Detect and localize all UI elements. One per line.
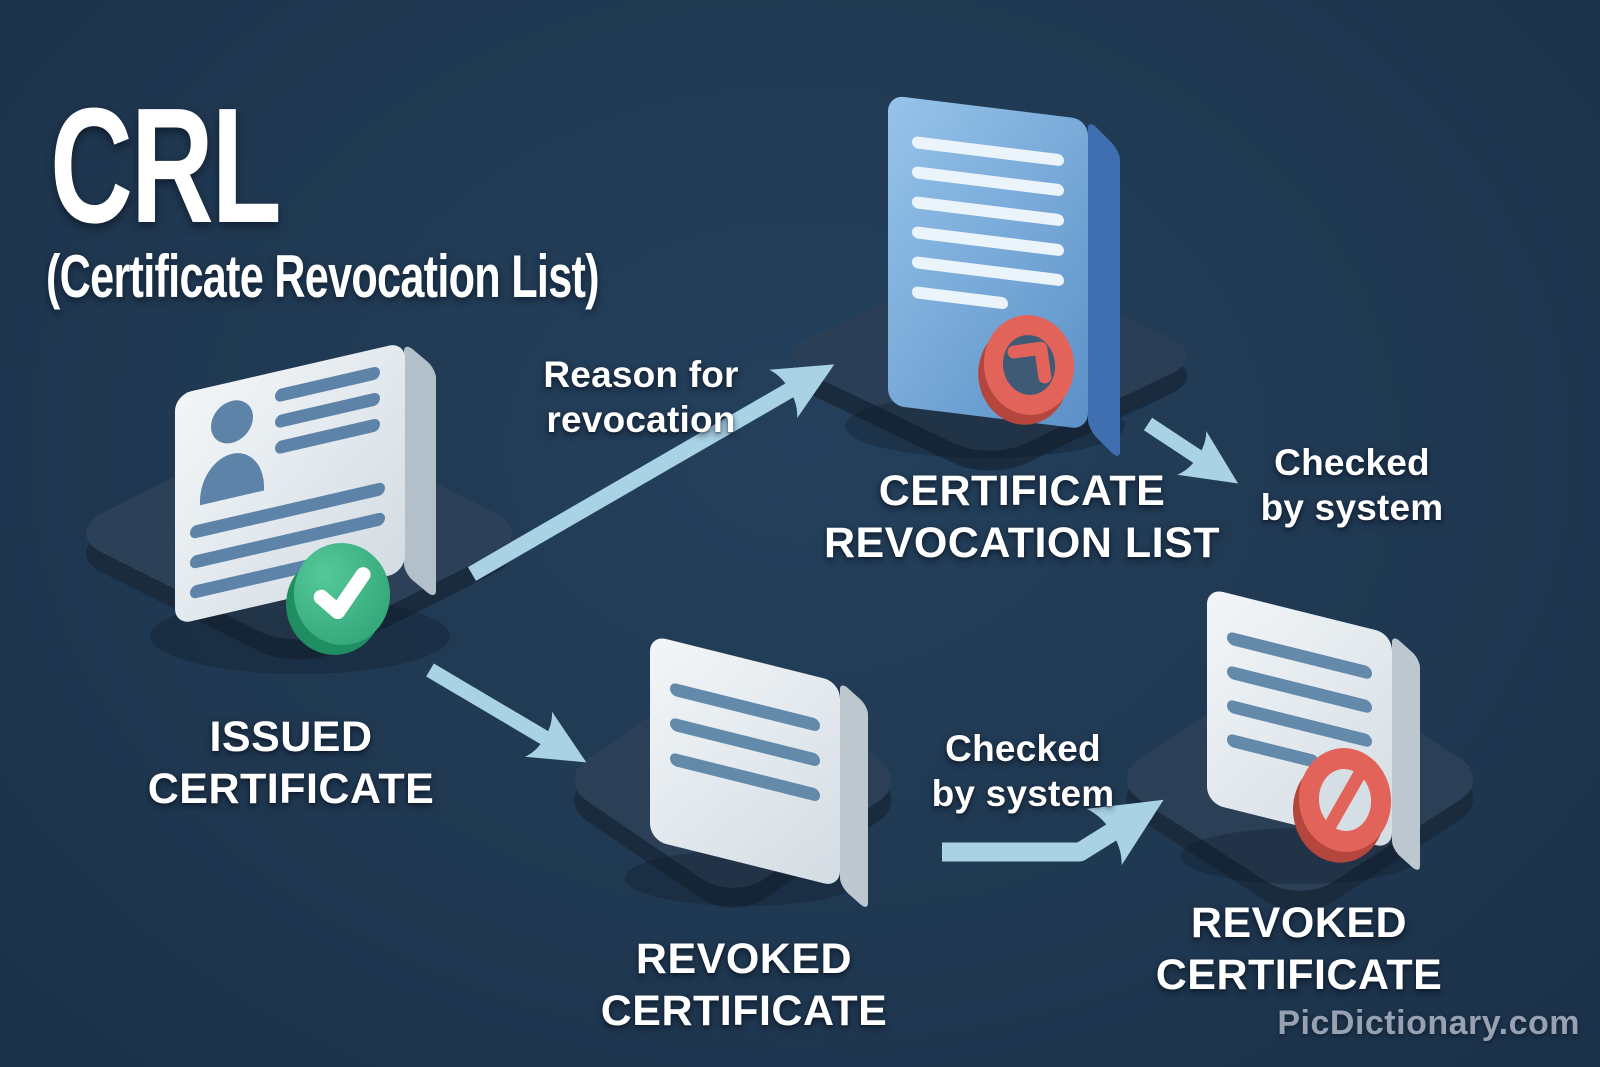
prohibition-seal-icon xyxy=(1293,748,1392,863)
text-line xyxy=(912,196,1064,226)
revoked-mid-line1: REVOKED xyxy=(635,935,853,983)
revoked-right-node-label: REVOKED CERTIFICATE xyxy=(1156,898,1443,1001)
revoked-document-mid-icon xyxy=(650,638,868,907)
text-line xyxy=(670,683,820,731)
crl-document-icon xyxy=(888,96,1120,456)
revoked-mid-node-label: REVOKED CERTIFICATE xyxy=(601,934,888,1037)
watermark: PicDictionary.com xyxy=(1277,1004,1580,1042)
text-line xyxy=(275,419,380,454)
text-line xyxy=(670,753,820,801)
reason-for-revocation-label: Reason for revocation xyxy=(543,352,738,442)
check-badge-icon xyxy=(286,543,391,655)
avatar-shoulders xyxy=(200,453,264,506)
checked-top-line1: Checked xyxy=(1274,442,1430,483)
text-line xyxy=(912,136,1064,166)
seal-glyph xyxy=(1007,341,1052,384)
arrow-issued-to-crl xyxy=(467,364,835,581)
text-line xyxy=(912,286,1008,310)
document-spine xyxy=(1088,124,1120,456)
arrow-crl-to-checked xyxy=(1143,417,1239,484)
revoked-mid-line2: CERTIFICATE xyxy=(600,986,888,1035)
text-line xyxy=(190,482,385,539)
text-line xyxy=(1227,700,1372,747)
document-spine xyxy=(404,346,436,596)
issued-certificate-icon xyxy=(175,345,436,655)
reason-label-line1: Reason for xyxy=(543,354,739,395)
issued-label-line2: CERTIFICATE xyxy=(147,764,435,813)
revoked-document-right-icon xyxy=(1207,591,1420,870)
text-line xyxy=(912,226,1064,256)
revoked-right-line2: CERTIFICATE xyxy=(1155,950,1443,999)
issued-node-label: ISSUED CERTIFICATE xyxy=(148,712,435,815)
avatar-head xyxy=(211,400,253,444)
checked-bottom-line1: Checked xyxy=(945,728,1101,769)
text-line xyxy=(670,718,820,766)
text-line xyxy=(1227,666,1372,713)
revoked-right-line1: REVOKED xyxy=(1190,899,1408,947)
text-line xyxy=(912,256,1064,286)
crl-label-line2: REVOCATION LIST xyxy=(823,518,1221,567)
document-spine xyxy=(840,685,868,907)
arrow-issued-to-revoked xyxy=(426,663,587,763)
document-spine xyxy=(1392,638,1420,870)
title-full-name: (Certificate Revocation List) xyxy=(46,243,600,310)
title-acronym: CRL xyxy=(50,74,282,257)
text-line xyxy=(1227,632,1372,679)
text-line xyxy=(275,367,380,402)
text-line xyxy=(1227,734,1319,768)
text-line xyxy=(190,512,385,569)
checked-top-line2: by system xyxy=(1260,487,1444,529)
crl-label-line1: CERTIFICATE xyxy=(878,467,1166,515)
crl-node-label: CERTIFICATE REVOCATION LIST xyxy=(824,466,1220,569)
issued-label-line1: ISSUED xyxy=(209,713,373,761)
text-line xyxy=(275,393,380,428)
red-seal-icon xyxy=(978,315,1075,425)
checked-by-system-top-label: Checked by system xyxy=(1261,440,1444,530)
checked-bottom-line2: by system xyxy=(931,773,1115,815)
check-mark xyxy=(313,567,371,620)
reason-label-line2: revocation xyxy=(546,399,736,441)
arrow-revoked-to-revoked xyxy=(942,799,1164,866)
text-line xyxy=(190,555,330,599)
seal-slash xyxy=(1324,767,1366,831)
text-line xyxy=(912,166,1064,196)
checked-by-system-bottom-label: Checked by system xyxy=(932,726,1115,816)
